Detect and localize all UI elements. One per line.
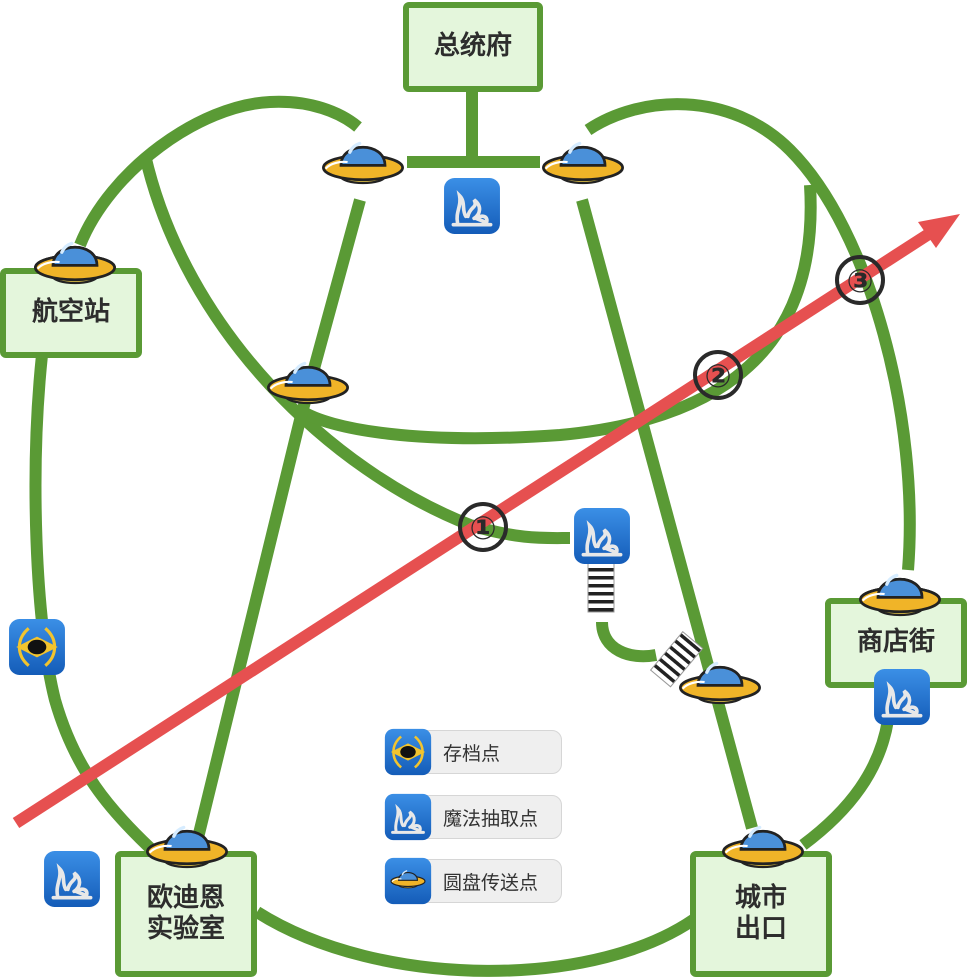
save-point-icon[interactable] (8, 618, 66, 676)
location-label: 欧迪恩 (146, 882, 225, 913)
magic-extraction-icon (384, 793, 432, 841)
stairs (587, 559, 704, 688)
route-lines (29, 92, 916, 977)
route-left-loop (74, 95, 362, 248)
crossing-marker-3: ③ (835, 255, 885, 305)
legend-item-ufo-teleport: 圆盘传送点 (384, 857, 564, 905)
location-president-office[interactable]: 总统府 (403, 2, 543, 92)
legend-item-magic-extraction: 魔法抽取点 (384, 793, 564, 839)
location-label: 商店街 (856, 627, 935, 658)
magic-extraction-icon[interactable] (443, 177, 501, 235)
legend-label-box: 存档点 (412, 730, 562, 774)
location-shopping-street[interactable]: 商店街 (825, 598, 967, 688)
legend-label-box: 圆盘传送点 (412, 859, 562, 903)
ufo-teleport-icon[interactable] (266, 361, 350, 405)
arrow-head-icon (918, 214, 960, 248)
route-ufo-to-exit (576, 198, 758, 830)
location-label: 城市 (734, 882, 787, 913)
save-point-icon (384, 728, 432, 776)
magic-extraction-icon[interactable] (43, 850, 101, 908)
route-ufo-to-lab (189, 198, 366, 852)
location-airport[interactable]: 航空站 (0, 268, 142, 358)
location-label: 实验室 (146, 914, 225, 944)
legend-label: 存档点 (443, 742, 501, 765)
legend-label: 圆盘传送点 (443, 871, 539, 894)
save-markers (8, 618, 66, 676)
location-label: 航空站 (31, 297, 110, 328)
ufo-teleport-icon[interactable] (321, 141, 405, 185)
magic-extraction-icon[interactable] (573, 507, 631, 565)
crossing-markers: ① ② ③ (458, 255, 885, 552)
svg-text:③: ③ (846, 262, 873, 300)
route-airport-to-lab (29, 354, 155, 853)
route-outer-right (584, 98, 916, 571)
location-label: 出口 (734, 914, 787, 944)
legend-label-box: 魔法抽取点 (412, 795, 562, 839)
location-odin-lab[interactable]: 欧迪恩 实验室 (115, 851, 257, 977)
ufo-teleport-icon[interactable] (678, 661, 762, 705)
legend-label: 魔法抽取点 (443, 807, 539, 830)
crossing-marker-2: ② (693, 350, 743, 400)
location-city-exit[interactable]: 城市 出口 (690, 851, 832, 977)
legend-item-save-point: 存档点 (384, 728, 564, 774)
direction-arrow (12, 214, 960, 829)
route-bottom (253, 906, 704, 977)
crossing-marker-1: ① (458, 502, 508, 552)
ufo-teleport-icon[interactable] (541, 141, 625, 185)
route-stairs-curve (596, 621, 658, 663)
route-inner-bowl (296, 184, 817, 445)
route-inner-left-arc (139, 153, 571, 545)
stairs-icon (587, 559, 615, 613)
svg-text:②: ② (704, 357, 731, 395)
stairs-icon (649, 631, 704, 688)
location-label: 总统府 (433, 31, 512, 62)
ufo-teleport-icon (384, 857, 432, 905)
route-shop-to-exit (799, 718, 894, 850)
svg-text:①: ① (469, 509, 496, 547)
